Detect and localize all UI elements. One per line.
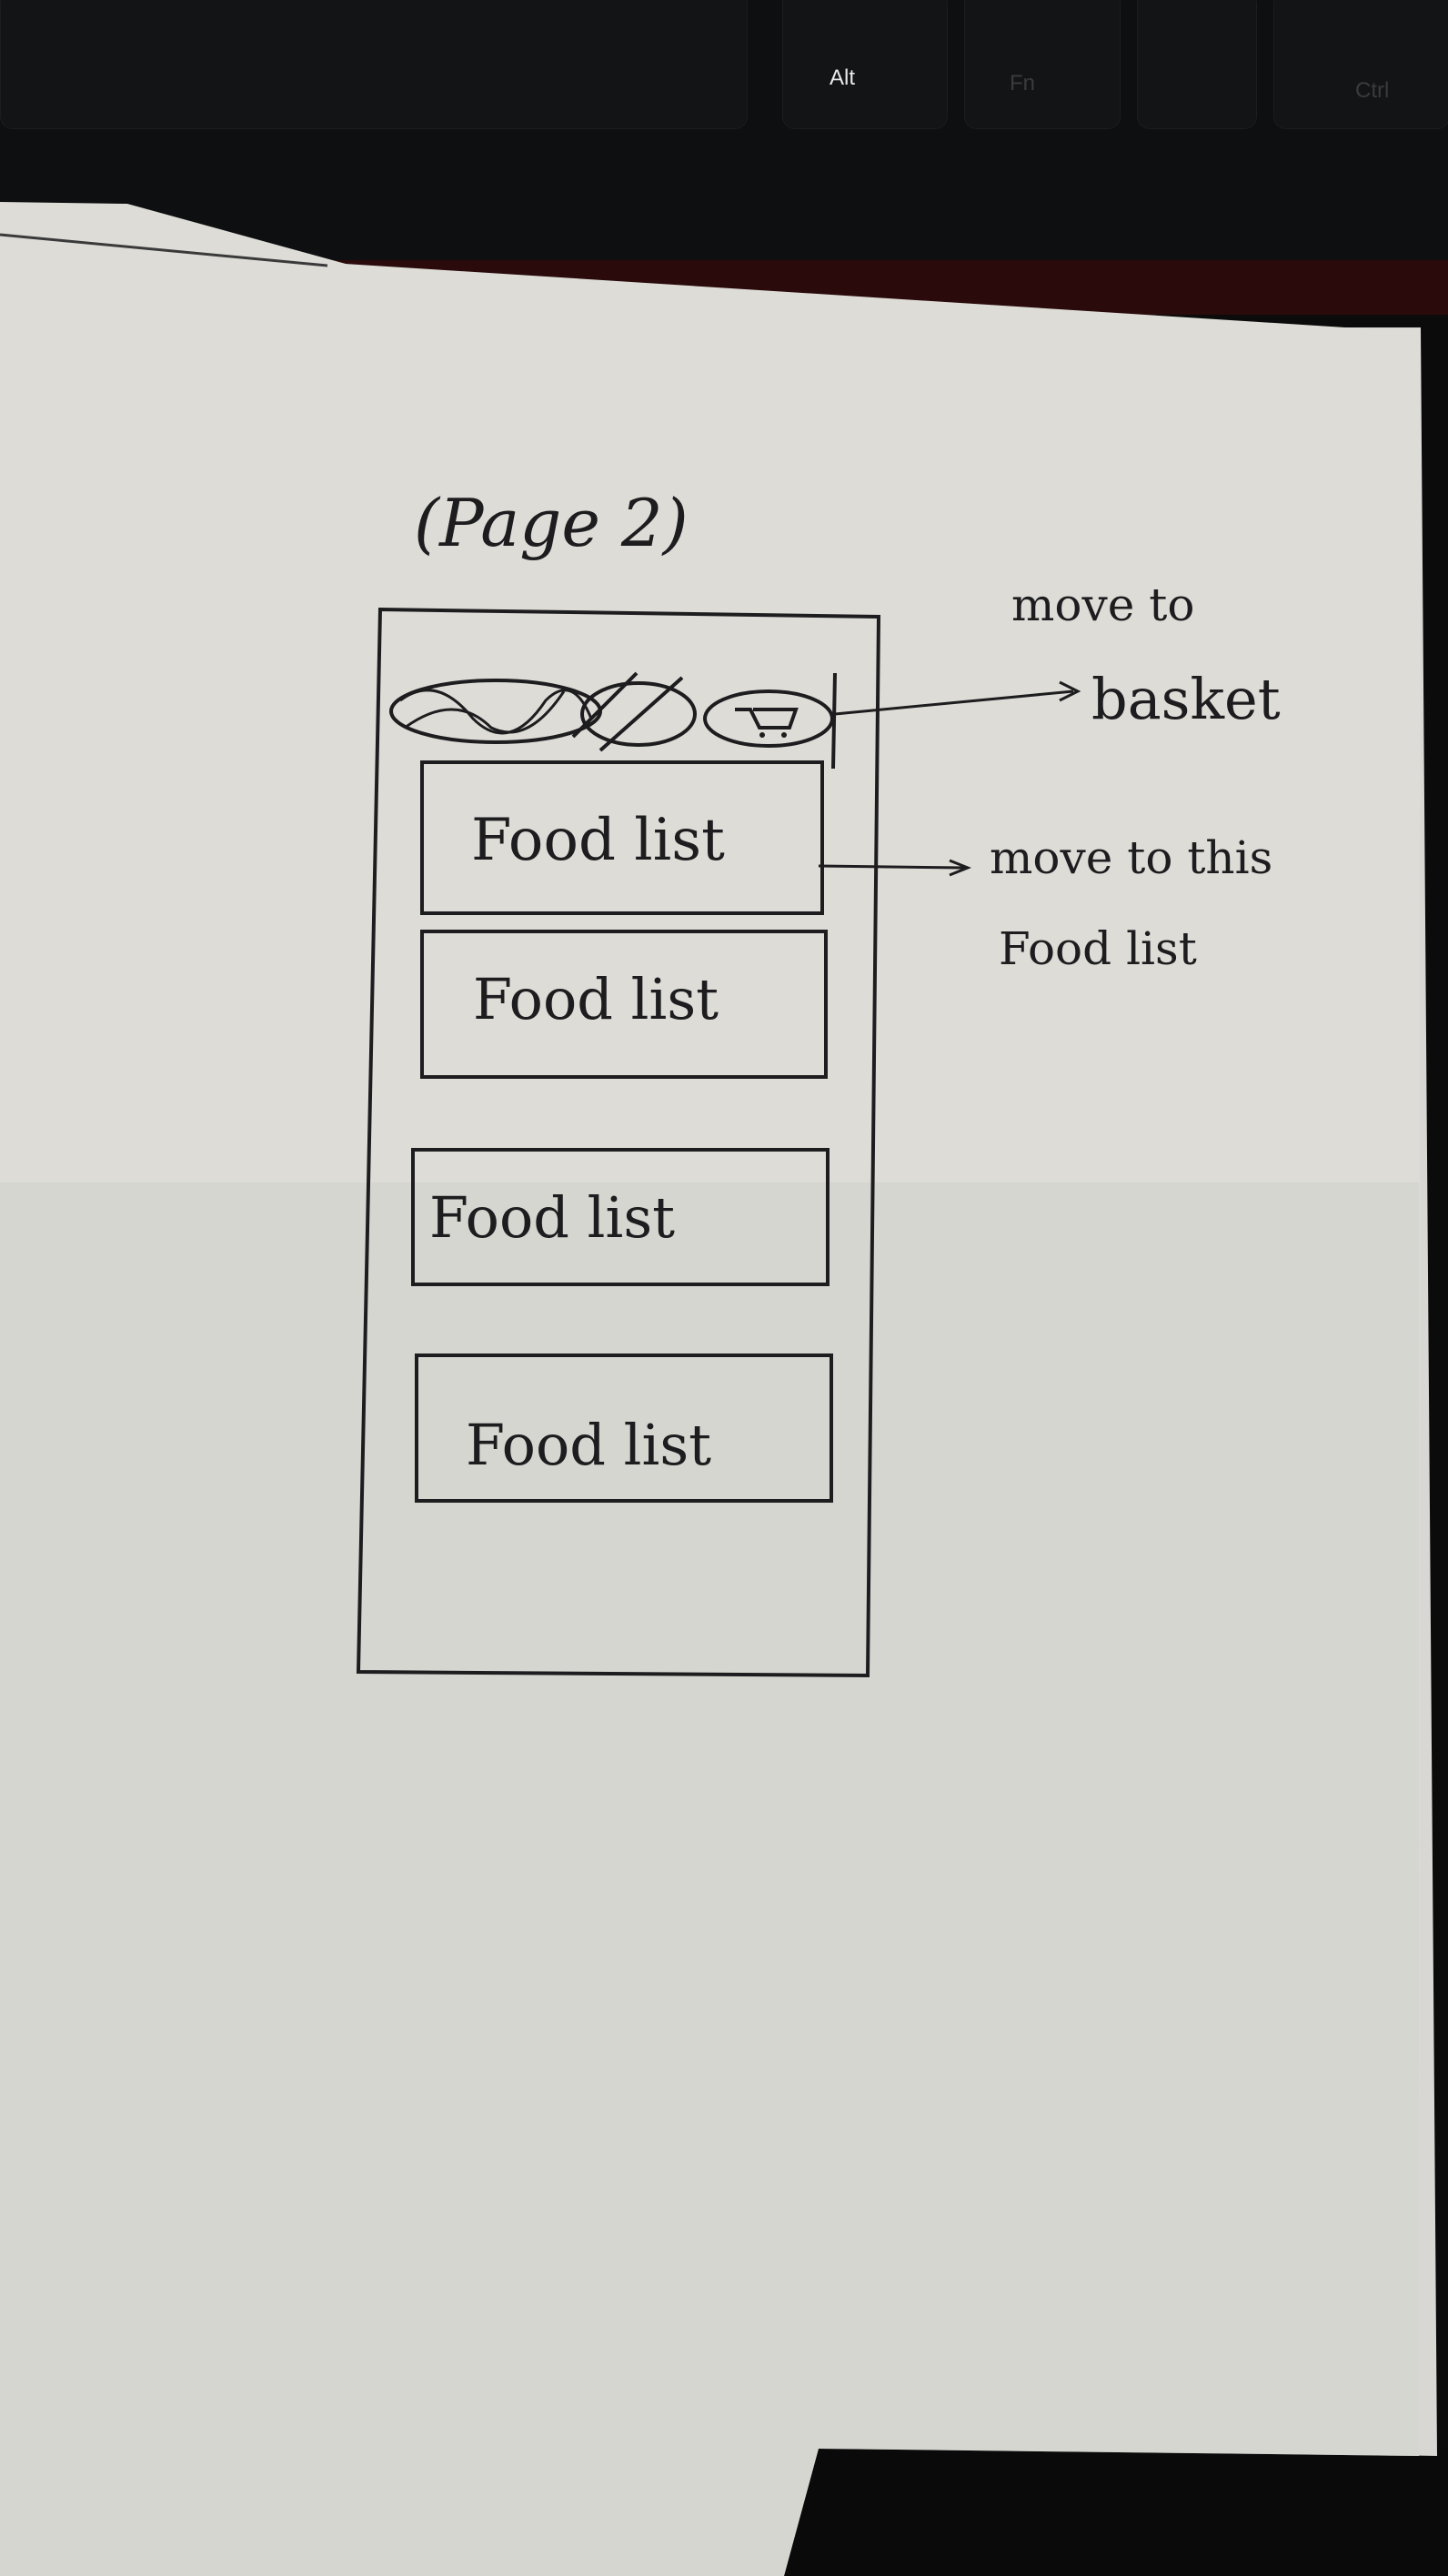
foodlist-annotation: move to this Food list	[818, 831, 1272, 975]
food-list-card[interactable]: Food list	[420, 930, 828, 1079]
food-list-label: Food list	[471, 807, 725, 874]
fn-key	[964, 0, 1121, 129]
annotation-food-list: Food list	[999, 922, 1197, 975]
header-bar	[389, 671, 837, 770]
keyboard-background: Alt Fn Ctrl	[0, 0, 1448, 273]
ctrl-key	[1273, 0, 1448, 129]
fn-key-label: Fn	[1010, 71, 1036, 96]
annotation-move-to: move to	[1011, 579, 1194, 631]
ctrl-key-label: Ctrl	[1355, 78, 1390, 103]
paper-sheet	[0, 202, 1421, 2576]
scribbled-tab	[580, 681, 697, 747]
key	[0, 0, 748, 129]
food-list-label: Food list	[466, 1412, 711, 1478]
food-list-card[interactable]: Food list	[420, 760, 824, 915]
phone-frame	[356, 607, 881, 1678]
alt-key	[782, 0, 948, 129]
food-list-label: Food list	[429, 1184, 675, 1251]
food-list-card[interactable]: Food list	[415, 1353, 833, 1503]
page-title: (Page 2)	[414, 485, 689, 561]
basket-annotation: move to basket	[834, 579, 1281, 732]
cart-button[interactable]	[703, 689, 834, 748]
key	[1137, 0, 1257, 129]
food-list-card[interactable]: Food list	[411, 1148, 830, 1286]
cart-icon	[735, 708, 799, 738]
food-list-label: Food list	[473, 966, 719, 1032]
alt-key-label: Alt	[830, 65, 856, 90]
annotation-basket: basket	[1091, 666, 1281, 732]
annotation-move-to-this: move to this	[990, 831, 1272, 884]
